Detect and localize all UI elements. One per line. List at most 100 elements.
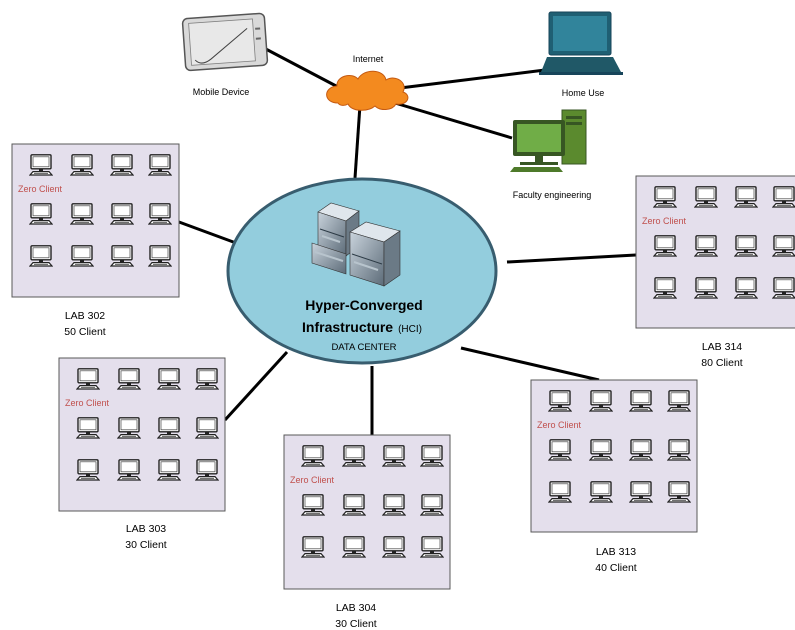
lab-client-count-label: 30 Client [335, 618, 377, 630]
lab-client-count-label: 50 Client [64, 326, 106, 338]
lab-name-label: LAB 303 [126, 523, 166, 535]
zero-client-monitor-icon [117, 368, 141, 390]
lab-name-label: LAB 304 [336, 602, 376, 614]
zero-client-monitor-icon [653, 186, 677, 208]
zero-client-monitor-icon [667, 481, 691, 503]
network-links [178, 45, 637, 435]
mobile-device-node: Mobile Device [181, 12, 269, 97]
zero-client-monitor-icon [667, 439, 691, 461]
zero-client-monitor-icon [148, 245, 172, 267]
zero-client-monitor-icon [76, 417, 100, 439]
zero-client-monitor-icon [548, 390, 572, 412]
zero-client-monitor-icon [29, 203, 53, 225]
zero-client-monitor-icon [734, 235, 758, 257]
zero-client-monitor-icon [548, 439, 572, 461]
lab-client-count-label: 30 Client [125, 539, 167, 551]
zero-client-monitor-icon [148, 203, 172, 225]
zero-client-monitor-icon [301, 445, 325, 467]
zero-client-monitor-icon [117, 459, 141, 481]
internet-node: Internet [326, 54, 409, 111]
tablet-icon [181, 12, 269, 72]
zero-client-monitor-icon [195, 417, 219, 439]
datacenter-title-line1: Hyper-Converged [305, 297, 422, 313]
zero-client-monitor-icon [195, 368, 219, 390]
lab-client-count-label: 80 Client [701, 357, 743, 369]
zero-client-monitor-icon [694, 277, 718, 299]
zero-client-monitor-icon [420, 494, 444, 516]
zero-client-monitor-icon [195, 459, 219, 481]
zero-client-monitor-icon [70, 203, 94, 225]
zero-client-monitor-icon [629, 481, 653, 503]
zero-client-monitor-icon [589, 481, 613, 503]
link-lab302 [178, 220, 237, 245]
zero-client-monitor-icon [667, 390, 691, 412]
faculty-engineering-node: Faculty engineering [510, 109, 591, 200]
cloud-icon [326, 70, 409, 111]
zero-client-monitor-icon [734, 186, 758, 208]
zero-client-monitor-icon [694, 235, 718, 257]
zero-client-monitor-icon [117, 417, 141, 439]
zero-client-monitor-icon [342, 445, 366, 467]
desktop-pc-icon [510, 109, 587, 172]
server-stack-icon [311, 202, 401, 287]
zero-client-monitor-icon [148, 154, 172, 176]
zero-client-monitor-icon [653, 277, 677, 299]
datacenter-subtitle: DATA CENTER [331, 342, 396, 353]
zero-client-monitor-icon [772, 277, 795, 299]
zero-client-monitor-icon [110, 203, 134, 225]
zero-client-monitor-icon [301, 494, 325, 516]
zero-client-monitor-icon [76, 368, 100, 390]
zero-client-monitor-icon [694, 186, 718, 208]
zero-client-monitor-icon [342, 494, 366, 516]
lab-name-label: LAB 314 [702, 341, 742, 353]
zero-client-monitor-icon [772, 186, 795, 208]
zero-client-label: Zero Client [290, 475, 335, 485]
link-faculty-internet [384, 98, 513, 140]
link-mobile-internet [261, 45, 339, 89]
zero-client-label: Zero Client [537, 420, 582, 430]
zero-client-monitor-icon [653, 235, 677, 257]
zero-client-monitor-icon [420, 536, 444, 558]
internet-label: Internet [353, 54, 384, 64]
zero-client-monitor-icon [382, 536, 406, 558]
zero-client-label: Zero Client [642, 216, 687, 226]
mobile-device-label: Mobile Device [193, 87, 250, 97]
zero-client-monitor-icon [110, 154, 134, 176]
zero-client-monitor-icon [29, 245, 53, 267]
zero-client-monitor-icon [110, 245, 134, 267]
zero-client-monitor-icon [772, 235, 795, 257]
zero-client-monitor-icon [382, 445, 406, 467]
zero-client-monitor-icon [157, 459, 181, 481]
zero-client-monitor-icon [76, 459, 100, 481]
zero-client-monitor-icon [382, 494, 406, 516]
zero-client-monitor-icon [301, 536, 325, 558]
link-internet-datacenter [353, 104, 362, 179]
link-home-internet [399, 68, 546, 90]
zero-client-label: Zero Client [18, 184, 63, 194]
zero-client-monitor-icon [629, 439, 653, 461]
zero-client-monitor-icon [548, 481, 572, 503]
datacenter-title-line2: Infrastructure (HCI) [302, 319, 422, 335]
link-lab303 [223, 350, 289, 422]
zero-client-monitor-icon [70, 154, 94, 176]
datacenter-acronym: (HCI) [398, 324, 422, 335]
datacenter-title-main: Infrastructure [302, 319, 393, 335]
home-use-label: Home Use [562, 88, 605, 98]
laptop-icon [539, 11, 623, 75]
lab-client-count-label: 40 Client [595, 562, 637, 574]
home-use-node: Home Use [539, 11, 623, 98]
zero-client-monitor-icon [157, 417, 181, 439]
datacenter-node: Hyper-Converged Infrastructure (HCI) DATA… [226, 177, 498, 365]
zero-client-monitor-icon [29, 154, 53, 176]
zero-client-monitor-icon [157, 368, 181, 390]
link-lab314 [506, 253, 637, 264]
lab-name-label: LAB 313 [596, 546, 636, 558]
link-lab313 [460, 346, 600, 382]
zero-client-label: Zero Client [65, 398, 110, 408]
